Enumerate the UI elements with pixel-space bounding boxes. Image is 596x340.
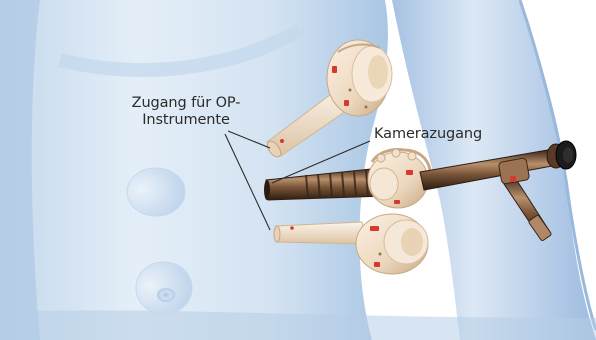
abdominal-bulge-upper: [127, 168, 185, 216]
abdominal-bulge-lower: [136, 262, 192, 314]
callout-instrument-access-line2: Instrumente: [96, 112, 276, 129]
torso: [0, 0, 388, 340]
callout-instrument-access: Zugang für OP- Instrumente: [96, 95, 276, 129]
navel: [157, 288, 175, 302]
callout-instrument-access-line1: Zugang für OP-: [96, 95, 276, 112]
callout-camera-access: Kamerazugang: [374, 126, 482, 143]
